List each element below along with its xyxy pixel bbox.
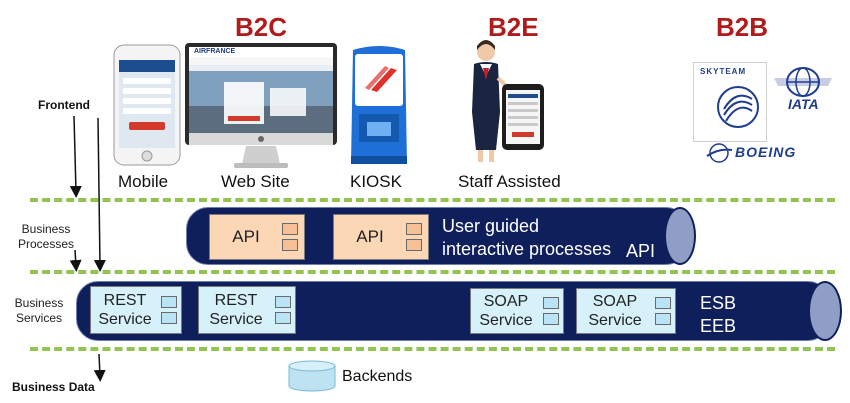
- api-component-1: API: [209, 214, 305, 260]
- soap-service-1-port-top: [543, 297, 559, 309]
- boeing-text: BOEING: [735, 144, 797, 160]
- api-pipe-text-line1: User guided: [442, 216, 540, 236]
- soap-service-1-port-bottom: [543, 313, 559, 325]
- arrow-frontend-to-processes: [69, 115, 82, 198]
- rest-service-1-label: REST Service: [98, 292, 152, 328]
- arrow-services-to-data: [93, 353, 106, 382]
- business-services-label: Business Services: [14, 296, 64, 325]
- soap-service-2-port-top: [655, 297, 671, 309]
- iata-globe-icon: [774, 67, 832, 97]
- staff-agent-icon: [472, 40, 544, 162]
- kiosk-label: KIOSK: [350, 172, 402, 191]
- eeb-label: EEB: [700, 316, 737, 336]
- mobile-phone-icon: [113, 44, 181, 166]
- separator-processes: [30, 270, 835, 274]
- skyteam-text: SKYTEAM: [700, 67, 747, 76]
- esb-label: ESB: [700, 293, 737, 313]
- api-pipe-tag: API: [626, 241, 656, 261]
- separator-frontend: [30, 198, 835, 202]
- rest-service-1-port-bottom: [161, 312, 177, 324]
- soap-service-1-label: SOAP Service: [479, 293, 533, 329]
- api-component-1-port-bottom: [282, 239, 298, 251]
- boeing-icon: [706, 143, 733, 163]
- rest-service-2: REST Service: [198, 286, 296, 334]
- business-processes-label: Business Processes: [17, 222, 75, 251]
- rest-service-2-port-top: [275, 296, 291, 308]
- api-component-1-port-top: [282, 223, 298, 235]
- soap-service-1: SOAP Service: [470, 288, 564, 334]
- kiosk-icon: [351, 46, 407, 164]
- skyteam-logo: SKYTEAM: [693, 62, 767, 142]
- backends-label: Backends: [342, 368, 413, 385]
- arrow-frontend-to-services: [93, 117, 106, 272]
- rest-service-2-label: REST Service: [209, 292, 263, 328]
- iata-logo: IATA: [772, 66, 834, 114]
- api-component-2-label: API: [356, 227, 384, 246]
- website-brand-label: AIRFRANCE: [194, 48, 236, 55]
- rest-service-1: REST Service: [90, 286, 182, 334]
- b2c-heading: B2C: [235, 12, 288, 42]
- business-data-label: Business Data: [12, 380, 95, 394]
- api-pipe-text-line2: interactive processes: [442, 239, 612, 259]
- skyteam-icon: [717, 86, 759, 128]
- rest-service-1-port-top: [161, 296, 177, 308]
- api-pipe-end: [664, 207, 696, 265]
- soap-service-2-label: SOAP Service: [588, 293, 642, 329]
- api-component-2: API: [333, 214, 429, 260]
- rest-service-2-port-bottom: [275, 312, 291, 324]
- api-component-2-port-bottom: [406, 239, 422, 251]
- frontend-label: Frontend: [38, 98, 90, 112]
- boeing-logo: BOEING: [705, 140, 830, 166]
- b2b-heading: B2B: [716, 12, 769, 42]
- api-component-1-label: API: [232, 227, 260, 246]
- service-bus-pipe-end: [808, 281, 842, 341]
- website-monitor-icon: [185, 43, 337, 168]
- api-component-2-port-top: [406, 223, 422, 235]
- mobile-label: Mobile: [118, 172, 169, 191]
- website-label: Web Site: [221, 172, 290, 191]
- iata-text: IATA: [788, 96, 819, 112]
- arrow-processes-to-services: [69, 249, 82, 272]
- separator-services: [30, 347, 835, 351]
- staff-assisted-label: Staff Assisted: [458, 172, 561, 191]
- database-icon: [288, 360, 336, 392]
- soap-service-2-port-bottom: [655, 313, 671, 325]
- soap-service-2: SOAP Service: [576, 288, 676, 334]
- b2e-heading: B2E: [488, 12, 539, 42]
